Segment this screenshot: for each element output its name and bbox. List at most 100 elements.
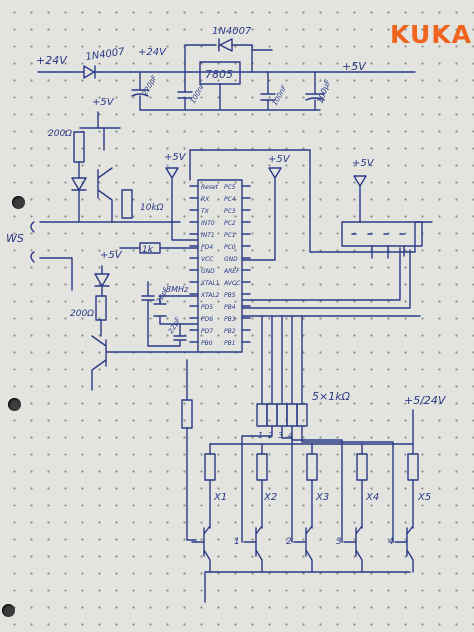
kuka-logo: KUKA [390,20,472,49]
ic-pin-label: PC5 [224,184,236,191]
label-pot-10k: 10kΩ [140,203,164,213]
bank-r5 [296,403,308,427]
input-gnd-wire [39,221,181,291]
ic-pin-label: Reset [201,184,219,191]
output-stage: +5/24V X1 X2 X3 X4 X5 1 2 3 4 [191,394,447,603]
cap-100nf-a [177,71,193,111]
label-ws: WS [6,232,24,245]
resistor-200 [73,131,85,163]
output-load-resistor [356,453,368,481]
output-transistor [243,479,263,573]
cap-22pf-b [173,323,187,347]
cap-220uf [131,71,149,111]
label-x3: X3 [315,492,329,503]
ic-pin-label: INT0 [201,220,215,227]
label-cap-220uf: 220µF [141,73,159,97]
ic-pin-label: GND [224,256,238,263]
ic-pin-label: PC4 [224,196,236,203]
diode-d2 [218,38,233,52]
bank-r3 [276,403,288,427]
base-tag-4: 4 [388,537,394,547]
driver-transistor [91,319,199,391]
bank-feed [261,315,303,405]
label-x5: X5 [417,492,431,503]
transistor-in [97,127,113,223]
label-res-200: 200Ω [48,129,72,139]
output-load-resistor [407,453,419,481]
label-cap-100uf: 100µF [315,78,332,105]
label-x1: X1 [213,492,227,503]
label-1n4007-a: 1N4007 [85,47,126,63]
ic-pin-label: AREF [223,268,240,275]
ic-pin-label: GND [201,268,215,275]
cap-100uf [305,71,325,111]
ic-pin-label: PD6 [201,316,213,323]
punch-hole-bottom [2,604,15,617]
ic-pin-label: PB3 [224,316,236,323]
vcc-arrow-right [353,175,367,223]
ic-pin-label: XTAL2 [200,292,220,299]
bank-r1 [256,403,268,427]
output-channels [191,425,419,573]
label-1k: 1k [142,245,154,255]
base-feed-wire [281,425,293,543]
label-7805: 7805 [205,68,233,81]
ic-pin-label: RX [201,196,210,203]
cap-22pf-a [141,281,181,347]
bank-tag-3: 3 [278,431,283,440]
label-x2: X2 [263,492,277,503]
ic-pin-label: VCC [201,256,214,263]
output-transistor [293,479,313,573]
label-5v-rail: +5V [342,60,367,73]
label-5x1k: 5×1kΩ [312,390,351,403]
label-x4: X4 [365,492,379,503]
ic-pin-label: PB0 [201,340,213,347]
label-cap-100nf-b: 100nF [271,83,289,107]
connector-block: +5V [341,158,423,259]
diode-d1 [83,65,96,79]
signal-bus-a [241,247,401,301]
bank-r4 [286,403,298,427]
bank-tag-4: 4 [288,431,293,440]
resistor-x1-base [181,399,193,429]
output-load-resistor [256,453,268,481]
label-24v-in: +24V [36,54,68,67]
base-tag-3: 3 [336,537,342,547]
ic-pin-label: PB5 [224,292,236,299]
punch-hole-top [12,196,25,209]
label-24v-b: +24V [138,47,167,58]
base-tag-2: 2 [286,537,292,547]
ic-pin-label: PB1 [224,340,236,347]
base-feed-wire [301,425,394,543]
label-1n4007-b: 1N4007 [212,26,252,37]
ic-pin-label: PD4 [201,244,213,251]
connector-pins [351,233,405,259]
label-vcc-left: +5V [164,152,187,163]
input-stage: +5V 200Ω 10kΩ WS [6,97,181,291]
out-gnd-rail [204,571,411,603]
ic-pin-label: XTAL1 [200,280,220,287]
resistor-200-b [95,295,107,321]
punch-hole-middle [8,398,21,411]
status-led [94,265,110,297]
ic-pins-left: ResetRXTXINT0INT1PD4VCCGNDXTAL1XTAL2PD5P… [189,184,220,347]
base-tag-1: 1 [234,537,240,547]
xtal [153,295,199,325]
label-tr-vcc: +5V [92,97,115,108]
led-input [71,161,87,223]
ic-pin-label: AVCC [223,280,241,287]
output-load-resistor [306,453,318,481]
output-transistor [191,479,211,573]
x1-base-wire [186,359,197,541]
vcc-arrow-left [165,167,199,241]
label-8mhz: 8MHz [166,285,189,294]
label-vcc-right: +5V [352,158,375,169]
out-supply-wire [209,409,414,445]
microcontroller: ResetRXTXINT0INT1PD4VCCGNDXTAL1XTAL2PD5P… [70,149,433,391]
bank-r2 [266,403,278,427]
signal-bus-b [241,249,411,309]
resistor-bank: 5×1kΩ 1 2 3 4 [181,315,351,541]
output-transistor [394,479,414,573]
